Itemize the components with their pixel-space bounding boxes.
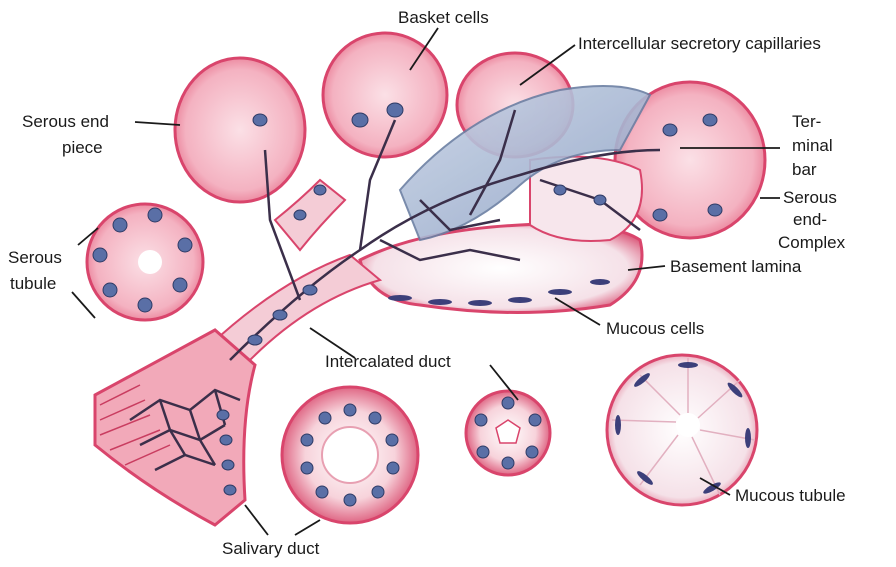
label-terminal-bar-2: minal (792, 136, 833, 155)
label-basket-cells: Basket cells (398, 8, 489, 27)
label-basement-lamina: Basement lamina (670, 257, 802, 276)
label-intercalated-duct: Intercalated duct (325, 352, 451, 371)
leader-serous-tubule-bottom (72, 292, 95, 318)
label-serous-end-piece-2: piece (62, 138, 103, 157)
label-serous-end-complex-3: Complex (778, 233, 846, 252)
label-serous-end-complex-1: Serous (783, 188, 837, 207)
label-serous-end-complex-2: end- (793, 210, 827, 229)
serous-acinus-left (175, 58, 305, 202)
leader-serous-end-piece (135, 122, 180, 125)
label-terminal-bar-3: bar (792, 160, 817, 179)
label-mucous-tubule: Mucous tubule (735, 486, 846, 505)
label-capillaries: Intercellular secretory capillaries (578, 34, 821, 53)
leader-salivary-duct-1 (245, 505, 268, 535)
mucous-tubule-section (607, 355, 757, 505)
mucous-upper-band (530, 157, 642, 241)
intercalated-duct-branch (210, 255, 380, 360)
label-terminal-bar-1: Ter- (792, 112, 821, 131)
serous-tubule-section (87, 204, 203, 320)
upper-duct-branch (275, 180, 345, 250)
basket-cell-acinus (323, 33, 447, 157)
label-serous-tubule-2: tubule (10, 274, 56, 293)
intercalated-duct-section (466, 391, 550, 475)
label-serous-tubule-1: Serous (8, 248, 62, 267)
label-mucous-cells: Mucous cells (606, 319, 704, 338)
leader-salivary-duct-2 (295, 520, 320, 535)
label-salivary-duct: Salivary duct (222, 539, 320, 558)
label-serous-end-piece-1: Serous end (22, 112, 109, 131)
striated-duct-section (282, 387, 418, 523)
